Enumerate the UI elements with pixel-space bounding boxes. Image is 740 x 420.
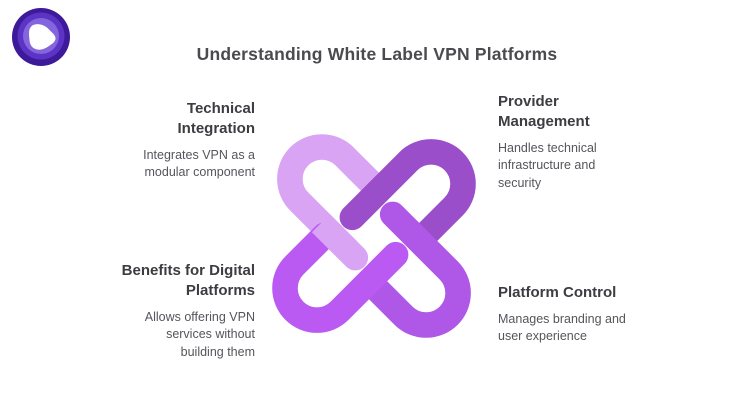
knot-loop-bottom-right	[360, 201, 471, 338]
page-title: Understanding White Label VPN Platforms	[196, 44, 558, 64]
vpn-brand-logo	[12, 8, 70, 66]
knot-loop-top-right	[339, 139, 476, 250]
section-body: Handles technical infrastructure and sec…	[498, 140, 597, 190]
section-platform-control: Platform Control Manages branding and us…	[498, 283, 668, 346]
section-heading: Benefits for Digital Platforms	[121, 262, 255, 299]
logo-triangle-mark	[28, 24, 56, 50]
section-technical-integration: Technical Integration Integrates VPN as …	[85, 99, 255, 182]
section-body: Integrates VPN as a modular component	[143, 147, 255, 180]
section-body: Allows offering VPN services without bui…	[144, 309, 255, 359]
knot-weave-patch	[311, 214, 358, 260]
interlocking-knot-graphic	[272, 134, 476, 338]
section-heading: Technical Integration	[177, 100, 256, 137]
knot-loop-top-left	[277, 134, 388, 271]
section-heading: Provider Management	[498, 93, 590, 130]
section-heading: Platform Control	[498, 284, 617, 301]
section-body: Manages branding and user experience	[498, 311, 626, 344]
knot-loop-bottom-left	[272, 222, 409, 333]
section-provider-management: Provider Management Handles technical in…	[498, 92, 658, 192]
section-benefits-digital-platforms: Benefits for Digital Platforms Allows of…	[75, 261, 255, 361]
